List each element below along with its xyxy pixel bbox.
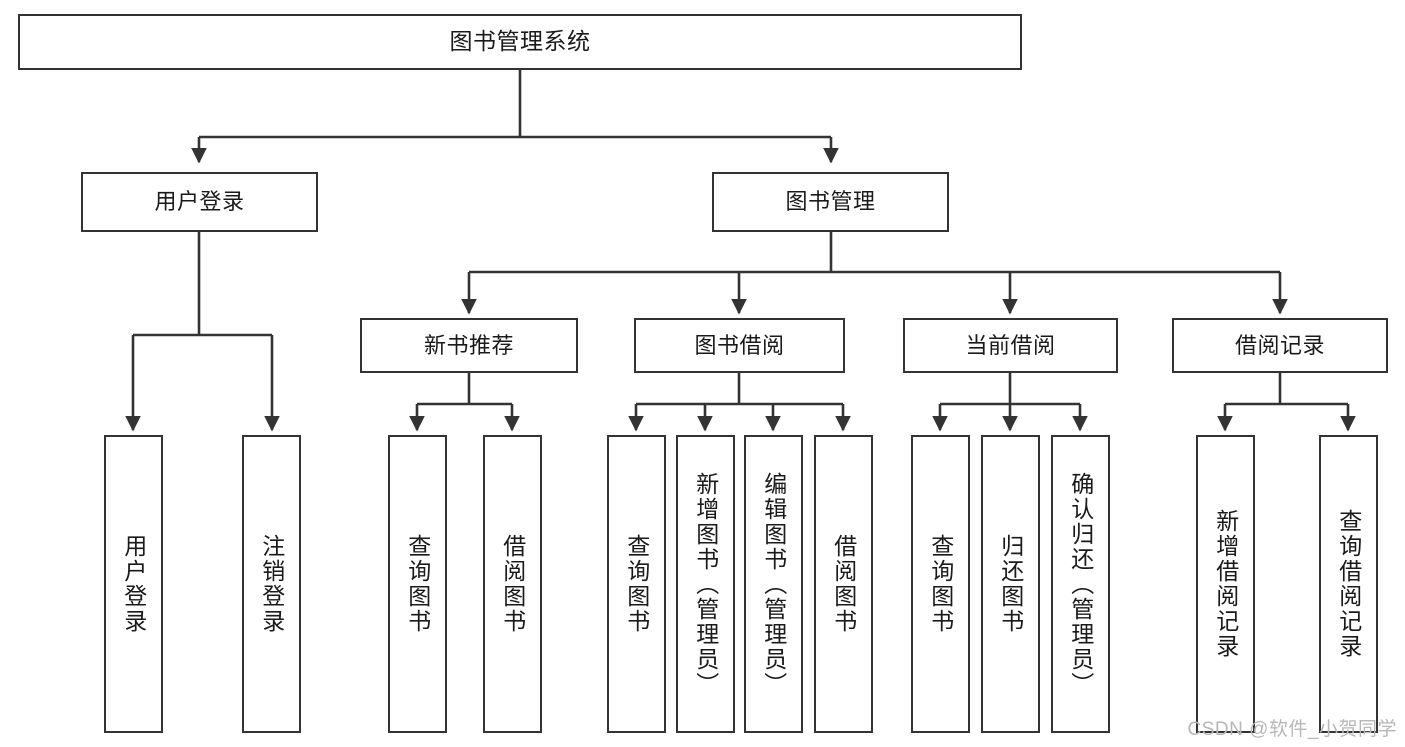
node-leaf-add-book-admin[interactable]: 新增图书（管理员） (676, 435, 735, 733)
node-leaf-query-book-current-label: 查询图书 (927, 534, 954, 634)
node-current-borrow-label: 当前借阅 (965, 332, 1056, 358)
node-leaf-logout[interactable]: 注销登录 (242, 435, 301, 733)
node-new-book-recommend[interactable]: 新书推荐 (360, 318, 578, 373)
node-leaf-user-login[interactable]: 用户登录 (104, 435, 163, 733)
node-leaf-query-borrow-record[interactable]: 查询借阅记录 (1319, 435, 1378, 733)
node-leaf-confirm-return-admin[interactable]: 确认归还（管理员） (1051, 435, 1110, 733)
node-leaf-edit-book-admin-label: 编辑图书（管理员） (760, 471, 787, 697)
node-book-manage-label: 图书管理 (785, 189, 876, 215)
node-leaf-borrow-book[interactable]: 借阅图书 (814, 435, 873, 733)
node-borrow-record-label: 借阅记录 (1234, 332, 1325, 358)
node-user-login-label: 用户登录 (154, 189, 245, 215)
node-leaf-logout-label: 注销登录 (258, 534, 285, 634)
node-leaf-user-login-label: 用户登录 (120, 534, 147, 634)
node-root-system-label: 图书管理系统 (449, 28, 591, 55)
node-leaf-query-book-recommend-label: 查询图书 (404, 534, 431, 634)
node-leaf-add-book-admin-label: 新增图书（管理员） (692, 471, 719, 697)
node-book-borrow-label: 图书借阅 (694, 332, 785, 358)
node-leaf-return-book-label: 归还图书 (997, 534, 1024, 634)
node-root-system[interactable]: 图书管理系统 (18, 14, 1022, 70)
node-leaf-return-book[interactable]: 归还图书 (981, 435, 1040, 733)
node-leaf-confirm-return-admin-label: 确认归还（管理员） (1067, 471, 1094, 697)
node-book-manage[interactable]: 图书管理 (712, 172, 949, 232)
node-leaf-edit-book-admin[interactable]: 编辑图书（管理员） (744, 435, 803, 733)
node-leaf-add-borrow-record[interactable]: 新增借阅记录 (1196, 435, 1255, 733)
node-leaf-query-book-borrow[interactable]: 查询图书 (607, 435, 666, 733)
node-borrow-record[interactable]: 借阅记录 (1172, 318, 1388, 373)
node-leaf-query-borrow-record-label: 查询借阅记录 (1335, 509, 1362, 659)
node-new-book-recommend-label: 新书推荐 (423, 332, 514, 358)
node-current-borrow[interactable]: 当前借阅 (903, 318, 1118, 373)
node-leaf-borrow-book-recommend[interactable]: 借阅图书 (483, 435, 542, 733)
csdn-watermark: CSDN @软件_小贺同学 (1187, 719, 1397, 740)
node-leaf-query-book-borrow-label: 查询图书 (623, 534, 650, 634)
node-leaf-add-borrow-record-label: 新增借阅记录 (1212, 509, 1239, 659)
node-leaf-query-book-recommend[interactable]: 查询图书 (388, 435, 447, 733)
node-leaf-borrow-book-recommend-label: 借阅图书 (499, 534, 526, 634)
node-book-borrow[interactable]: 图书借阅 (634, 318, 845, 373)
node-leaf-borrow-book-label: 借阅图书 (830, 534, 857, 634)
node-leaf-query-book-current[interactable]: 查询图书 (911, 435, 970, 733)
node-user-login[interactable]: 用户登录 (81, 172, 318, 232)
